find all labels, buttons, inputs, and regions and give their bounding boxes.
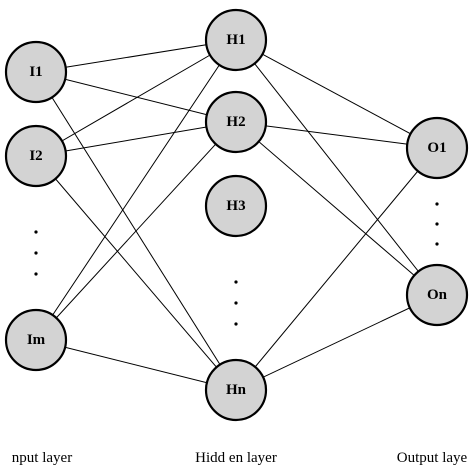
- node-label: H3: [226, 198, 245, 214]
- node-label: I1: [29, 64, 42, 80]
- input-ellipsis-dot: [34, 230, 38, 234]
- node-hidden-3: H3: [204, 174, 268, 238]
- input-ellipsis-dot: [34, 251, 38, 255]
- node-label: H2: [226, 114, 245, 130]
- node-hidden-2: H2: [204, 90, 268, 154]
- connections: [35, 39, 438, 391]
- output-ellipsis-dot: [435, 242, 439, 246]
- edge-im-h2: [35, 121, 237, 341]
- ellipsis-dots: [34, 202, 439, 326]
- edge-i2-h2: [35, 121, 237, 157]
- edge-im-h1: [35, 39, 237, 341]
- edge-h1-o1: [235, 39, 438, 149]
- node-hidden-n: Hn: [204, 358, 268, 422]
- node-label: Hn: [226, 382, 247, 398]
- hidden-ellipsis-dot: [234, 280, 238, 284]
- node-output-1: O1: [405, 116, 469, 180]
- node-input-1: I1: [4, 40, 68, 104]
- node-output-n: On: [405, 263, 469, 327]
- edge-hn-on: [235, 294, 438, 391]
- node-hidden-1: H1: [204, 8, 268, 72]
- node-label: I2: [29, 148, 42, 164]
- node-input-m: Im: [4, 308, 68, 372]
- output-ellipsis-dot: [435, 202, 439, 206]
- input-ellipsis-dot: [34, 272, 38, 276]
- hidden-ellipsis-dot: [234, 322, 238, 326]
- edge-im-hn: [35, 339, 237, 391]
- edge-i2-h1: [35, 39, 237, 157]
- edge-i1-h2: [35, 71, 237, 123]
- edge-h1-on: [235, 39, 438, 296]
- layer-labels: nput layer Hidd en layer Output laye: [12, 450, 468, 466]
- edge-h2-o1: [235, 121, 438, 149]
- hidden-layer-label: Hidd en layer: [195, 450, 277, 466]
- node-input-2: I2: [4, 124, 68, 188]
- hidden-ellipsis-dot: [234, 301, 238, 305]
- node-label: On: [427, 287, 448, 303]
- input-layer-label: nput layer: [12, 450, 72, 466]
- output-ellipsis-dot: [435, 222, 439, 226]
- edge-h2-on: [235, 121, 438, 296]
- edge-i2-hn: [35, 155, 237, 391]
- node-label: H1: [226, 32, 245, 48]
- edge-i1-h1: [35, 39, 237, 73]
- edge-hn-o1: [235, 147, 438, 391]
- output-layer-label: Output laye: [397, 450, 468, 466]
- node-label: O1: [427, 140, 446, 156]
- node-label: Im: [27, 332, 46, 348]
- nodes: I1 I2 Im H1 H2 H3 Hn O1: [4, 8, 469, 422]
